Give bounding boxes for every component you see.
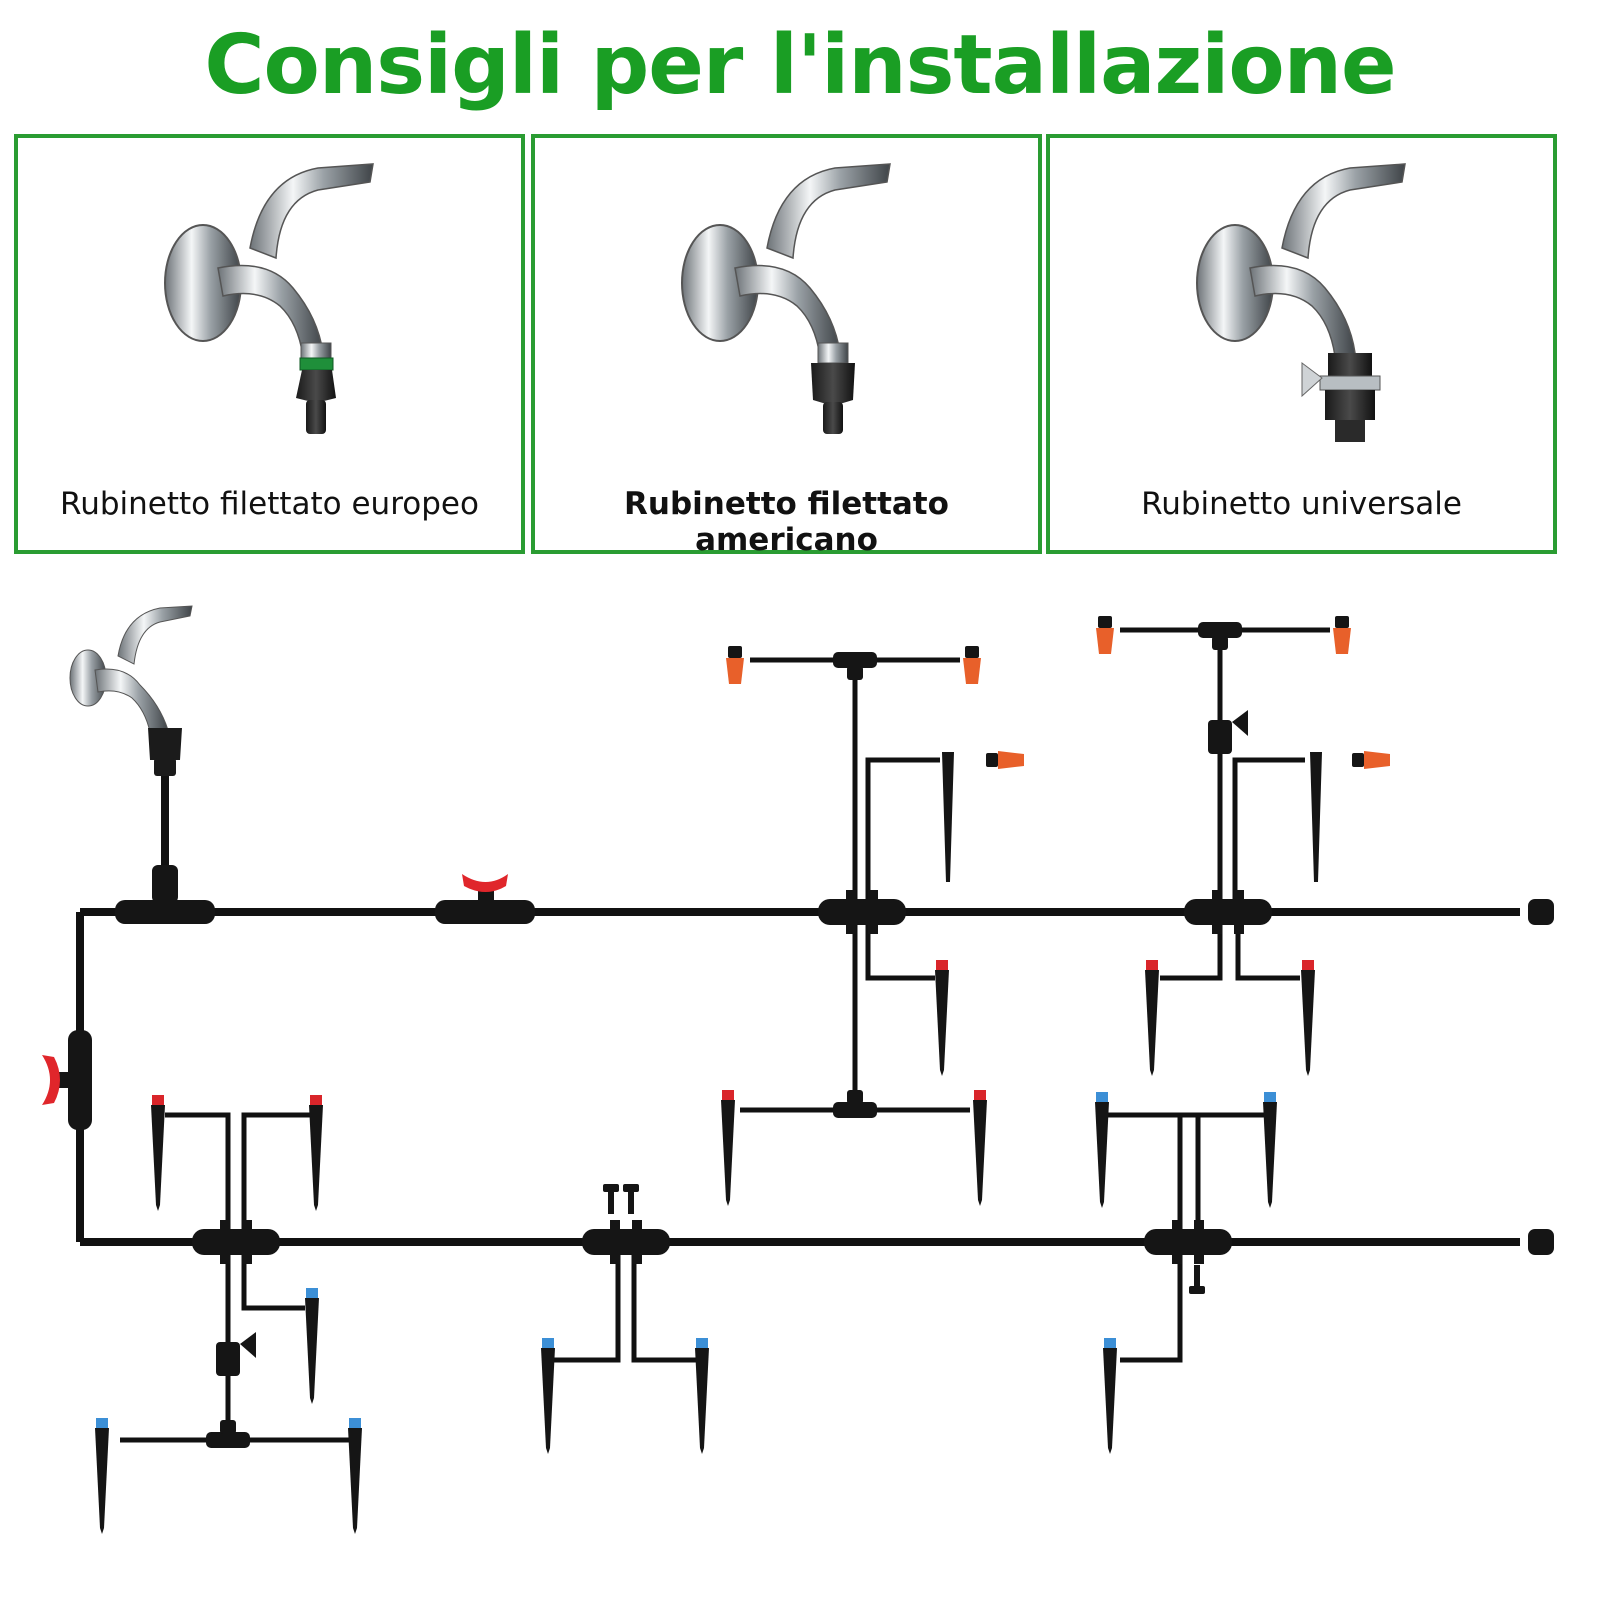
cross-connector-icon	[192, 1220, 280, 1264]
cross-connector-icon	[818, 890, 906, 934]
cross-connector-icon	[582, 1220, 670, 1264]
faucet-card-european: Rubinetto filettato europeo	[14, 134, 525, 554]
mist-nozzle-icon	[1333, 616, 1351, 654]
faucet-icon	[1196, 163, 1406, 442]
tee-connector-icon	[1198, 622, 1242, 650]
dripper-stake-icon	[935, 960, 949, 1076]
faucet-icon	[69, 605, 193, 776]
faucet-option-label: Rubinetto universale	[1141, 486, 1462, 522]
ball-valve-icon	[435, 874, 535, 924]
end-cap-icon	[1528, 1229, 1554, 1255]
stake-spike-icon	[1310, 752, 1322, 882]
faucet-icon	[164, 163, 374, 434]
dripper-stake-icon	[309, 1095, 323, 1211]
dripper-stake-icon	[1103, 1338, 1117, 1454]
dripper-stake-icon	[541, 1338, 555, 1454]
faucet-card-american: Rubinetto filettato americano	[531, 134, 1042, 558]
plug-icon	[603, 1184, 1205, 1294]
tee-connector-icon	[833, 652, 877, 680]
ball-valve-icon	[42, 1030, 92, 1130]
inline-valve-icon	[1208, 710, 1248, 754]
main-pipe-network	[76, 640, 1520, 1246]
page-title: Consigli per l'installazione	[204, 18, 1396, 113]
cross-connector-icon	[1184, 890, 1272, 934]
mist-nozzle-icon	[1352, 751, 1390, 769]
mist-nozzle-icon	[963, 646, 981, 684]
faucet-card-universal: Rubinetto universale	[1046, 134, 1557, 554]
end-cap-icon	[1528, 899, 1554, 925]
dripper-stake-icon	[1263, 1092, 1277, 1208]
irrigation-layout-diagram	[42, 605, 1554, 1534]
dripper-stake-icon	[1301, 960, 1315, 1076]
dripper-stake-icon	[348, 1418, 362, 1534]
faucet-icon	[681, 163, 891, 434]
dripper-stake-icon	[305, 1288, 319, 1404]
tee-connector-icon	[206, 1420, 250, 1448]
tee-connector-icon	[833, 1090, 877, 1118]
dripper-stake-icon	[1145, 960, 1159, 1076]
mist-nozzle-icon	[726, 646, 744, 684]
dripper-stake-icon	[695, 1338, 709, 1454]
faucet-option-label: Rubinetto filettato americano	[624, 486, 949, 558]
dripper-stake-icon	[151, 1095, 165, 1211]
mist-nozzle-icon	[1096, 616, 1114, 654]
mist-nozzle-icon	[986, 751, 1024, 769]
faucet-option-label: Rubinetto filettato europeo	[60, 486, 479, 522]
stake-spike-icon	[942, 752, 954, 882]
dripper-stake-icon	[1095, 1092, 1109, 1208]
dripper-stake-icon	[973, 1090, 987, 1206]
dripper-stake-icon	[95, 1418, 109, 1534]
cross-connector-icon	[1144, 1220, 1232, 1264]
dripper-stake-icon	[721, 1090, 735, 1206]
inline-valve-icon	[216, 1332, 256, 1376]
